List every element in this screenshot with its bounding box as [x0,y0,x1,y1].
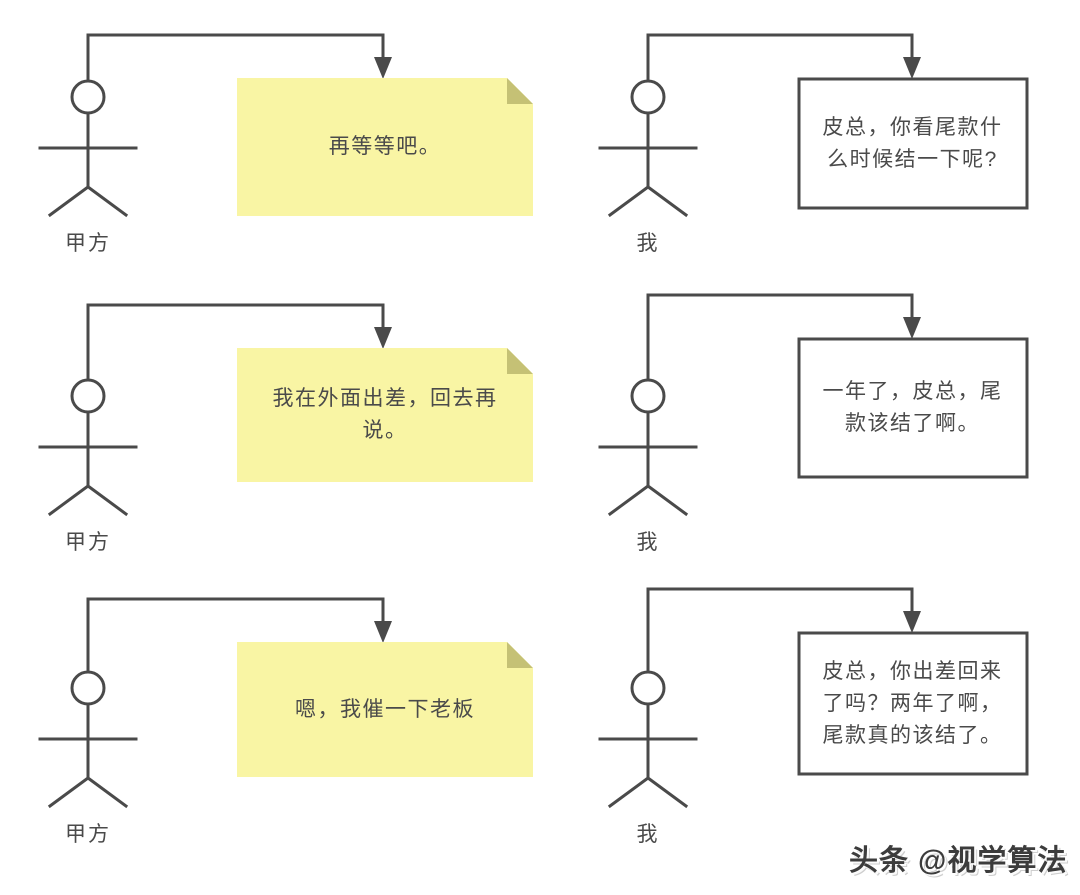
sticky-note-shape [237,642,533,777]
stick-figure [38,597,138,809]
panel-art [38,303,533,517]
panel-art [598,587,1029,809]
speech-box-text: 皮总，你出差回来了吗？两年了啊，尾款真的该结了。 [822,659,1003,747]
actor-label: 甲方 [65,531,111,554]
arrowhead-icon [374,57,392,79]
arrowhead-icon [374,621,392,643]
sticky-note-text: 我在外面出差，回去再说。 [272,387,498,442]
speech-box-text: 一年了，皮总，尾款该结了啊。 [822,380,1003,435]
panel-left-1: 再等等吧。 甲方 [30,33,550,295]
connector-arrow [86,303,385,333]
connector-arrow [646,33,914,63]
panel-art [598,293,1029,517]
sticky-note-shape [237,348,533,482]
note-fold-corner [507,78,533,104]
actor-label: 我 [636,531,660,554]
sticky-note-text: 嗯，我催一下老板 [295,697,475,721]
note-fold-corner [507,642,533,668]
stick-figure [38,33,138,218]
speech-box-shape [797,337,1029,479]
stick-figure [38,303,138,517]
panel-right-3: 皮总，你出差回来了吗？两年了啊，尾款真的该结了。 我 [590,587,1080,849]
actor-label: 甲方 [65,232,111,255]
arrowhead-icon [903,57,921,79]
speech-box-shape [797,631,1029,776]
stick-figure [598,587,698,809]
connector-arrow [86,597,385,627]
speech-box-text: 皮总，你看尾款什么时候结一下呢? [822,115,1003,171]
stick-figure [598,293,698,517]
watermark-text: 头条 @视学算法 [849,845,1068,877]
connector-arrow [86,33,385,63]
arrowhead-icon [903,317,921,339]
panel-art [38,33,533,218]
panel-right-2: 一年了，皮总，尾款该结了啊。 我 [590,293,1080,555]
sticky-note-shape [237,78,533,216]
arrowhead-icon [903,611,921,633]
actor-label: 甲方 [65,823,111,846]
connector-arrow [646,587,914,617]
sticky-note-text: 再等等吧。 [328,135,442,158]
arrowhead-icon [374,327,392,349]
panel-right-1: 皮总，你看尾款什么时候结一下呢? 我 [590,33,1080,295]
panel-art [598,33,1029,218]
panel-left-3: 嗯，我催一下老板 甲方 [30,597,550,859]
actor-label: 我 [636,232,660,255]
actor-label: 我 [636,823,660,846]
speech-box-shape [797,77,1029,210]
note-fold-corner [507,348,533,374]
stick-figure [598,33,698,218]
panel-left-2: 我在外面出差，回去再说。 甲方 [30,303,550,565]
panel-art [38,597,533,809]
connector-arrow [646,293,914,323]
